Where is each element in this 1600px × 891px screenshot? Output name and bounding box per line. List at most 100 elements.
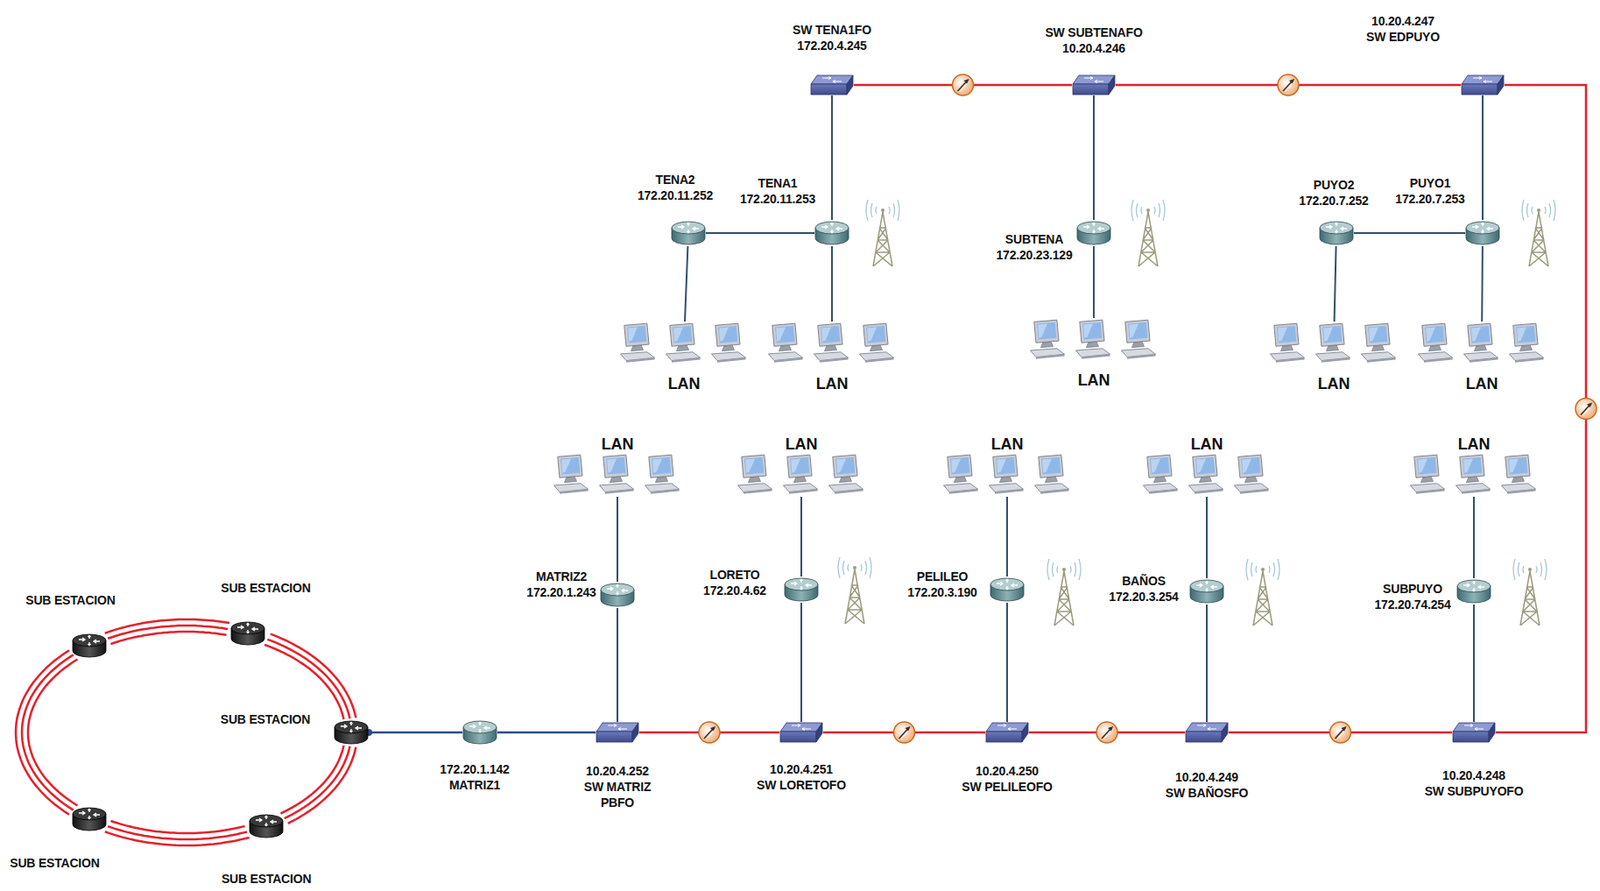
antenna-symbol — [1246, 558, 1280, 626]
router-icon — [71, 632, 107, 659]
pc-group-icon — [618, 321, 750, 366]
label-stack: LAN — [1458, 434, 1490, 455]
device-label: SUBTENA — [996, 231, 1073, 247]
router-node: SUB ESTACION — [248, 812, 284, 839]
router-icon — [230, 620, 266, 647]
fiber-converter — [698, 721, 720, 743]
label-stack: 10.20.4.248SW SUBPUYOFO — [1424, 767, 1524, 799]
pc-icon — [1409, 454, 1445, 494]
antenna-symbol — [866, 199, 900, 267]
router-node: MATRIZ2172.20.1.243 — [599, 581, 635, 608]
ethernet-link — [368, 731, 463, 734]
switch-icon — [779, 721, 824, 743]
label-stack: SUB ESTACION — [220, 579, 311, 596]
pc-icon — [1120, 319, 1156, 360]
router-node: SUB ESTACION — [230, 620, 266, 647]
switch-symbol — [1185, 722, 1228, 742]
pc-group-icon — [1416, 321, 1548, 366]
router-icon — [670, 219, 706, 247]
router-icon — [1318, 219, 1354, 247]
lan-label: LAN — [816, 373, 848, 395]
device-label: 172.20.11.252 — [637, 187, 713, 204]
ring-link — [105, 820, 250, 846]
network-link — [1007, 496, 1008, 577]
pc-icon — [1508, 323, 1544, 363]
device-label: 172.20.7.253 — [1395, 190, 1465, 207]
device-label: TENA2 — [637, 171, 713, 188]
pc-icon — [828, 454, 863, 494]
switch-icon — [985, 721, 1030, 743]
switch-symbol — [780, 722, 823, 742]
router-icon — [783, 576, 819, 603]
device-label: PELILEO — [907, 568, 977, 585]
lan-label: LAN — [668, 373, 700, 395]
label-stack: SW TENA1FO172.20.4.245 — [792, 21, 872, 54]
switch-node: 10.20.4.248SW SUBPUYOFO — [1451, 721, 1496, 743]
label-stack: 10.20.4.247SW EDPUYO — [1366, 13, 1440, 45]
fiber-converter — [1330, 721, 1352, 743]
label-stack: 10.20.4.250SW PELILEOFO — [961, 762, 1052, 795]
ethernet-link — [616, 496, 619, 582]
router-icon — [248, 812, 284, 839]
device-label: MATRIZ2 — [526, 568, 596, 585]
label-stack: SUBPUYO172.20.74.254 — [1374, 580, 1452, 613]
pc-icon — [737, 454, 772, 494]
switch-node: 10.20.4.249SW BAÑOSFO — [1184, 721, 1229, 743]
router-node: PUYO2172.20.7.252 — [1318, 219, 1354, 247]
switch-icon — [810, 74, 854, 96]
ethernet-link — [616, 607, 619, 722]
router-symbol — [1319, 221, 1354, 245]
switch-icon — [1460, 74, 1505, 96]
device-label: 10.20.4.247 — [1366, 13, 1440, 29]
pc-icon — [665, 323, 700, 363]
router-symbol — [1466, 221, 1500, 245]
router-symbol — [463, 720, 497, 744]
fiber-link — [1495, 84, 1586, 733]
router-icon — [1076, 219, 1112, 247]
router-icon — [1189, 577, 1225, 605]
network-link — [617, 607, 619, 722]
device-label: SW LORETOFO — [756, 776, 846, 793]
network-link — [705, 232, 815, 234]
router-node: SUB ESTACION — [333, 718, 369, 746]
pc-icon — [859, 323, 894, 363]
network-link — [1473, 604, 1475, 722]
router-node: PUYO1172.20.7.253 — [1465, 219, 1501, 247]
device-label: SW BAÑOSFO — [1165, 784, 1248, 801]
network-link — [1495, 84, 1586, 733]
label-stack: SUB ESTACION — [221, 870, 311, 887]
label-stack: TENA2172.20.11.252 — [637, 171, 713, 204]
pc-group-icon — [735, 452, 867, 497]
device-label: 10.20.4.248 — [1424, 767, 1524, 783]
fiber-converter — [894, 721, 916, 743]
antenna-symbol — [1522, 199, 1556, 267]
switch-node: SW SUBTENAFO10.20.4.246 — [1071, 74, 1116, 96]
device-label: SUBPUYO — [1374, 580, 1452, 597]
antenna-symbol — [1131, 199, 1165, 267]
lan-group: LAN — [941, 452, 1073, 497]
router-symbol — [815, 221, 849, 245]
network-link — [801, 496, 803, 577]
lan-group: LAN — [1141, 452, 1273, 497]
device-label: SUB ESTACION — [9, 854, 99, 871]
pc-icon — [599, 454, 634, 494]
router-icon — [989, 576, 1025, 603]
ethernet-link — [684, 246, 688, 322]
ethernet-link — [831, 246, 833, 322]
router-symbol — [72, 634, 106, 657]
network-link — [1206, 604, 1208, 722]
pc-icon — [620, 323, 655, 363]
switch-icon — [1184, 721, 1229, 743]
lan-label: LAN — [1318, 373, 1350, 395]
ring-fiber — [111, 820, 246, 833]
network-link — [1334, 246, 1337, 322]
label-stack: SUB ESTACION — [25, 592, 115, 608]
router-symbol — [72, 807, 106, 831]
switch-icon — [595, 721, 640, 743]
ethernet-link — [1473, 496, 1475, 578]
pc-icon — [644, 454, 679, 494]
device-label: 10.20.4.250 — [961, 762, 1052, 779]
device-label: SUB ESTACION — [220, 711, 311, 727]
lan-group: LAN — [735, 452, 867, 497]
